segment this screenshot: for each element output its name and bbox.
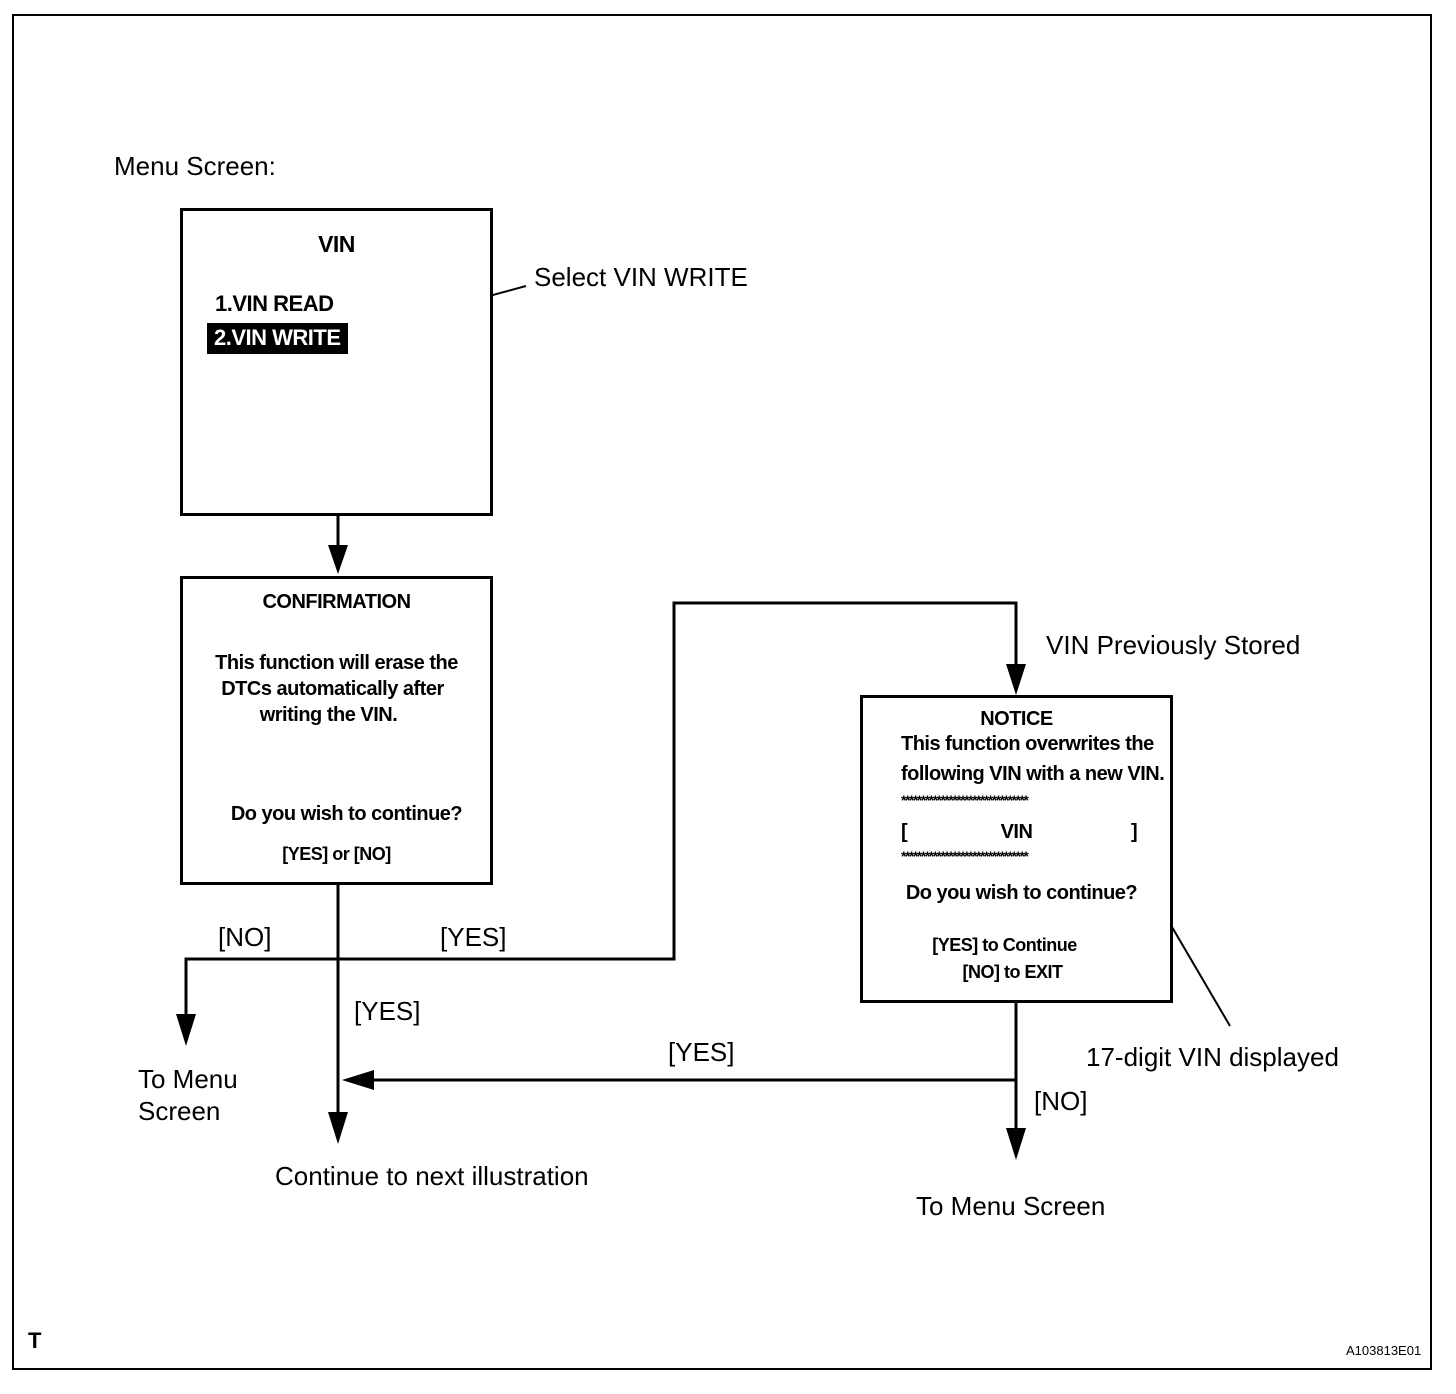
confirmation-options: [YES] or [NO] (282, 844, 391, 864)
notice-option-no: [NO] to EXIT (962, 962, 1064, 982)
select-vin-write-callout: Select VIN WRITE (534, 262, 748, 292)
notice-option-yes: [YES] to Continue (932, 935, 1077, 955)
confirmation-screen: CONFIRMATION This function will erase th… (180, 576, 493, 885)
branch-line (184, 601, 1018, 1018)
notice-stars-top: ******************************** (901, 792, 1029, 808)
arrowhead-continue (328, 1112, 348, 1144)
figure-id: A103813E01 (1346, 1343, 1422, 1358)
arrowhead-to-notice (1006, 664, 1026, 695)
confirmation-line3: writing the VIN. (259, 704, 398, 726)
notice-question: Do you wish to continue? (905, 882, 1138, 904)
menu-item-vin-write[interactable]: 2.VIN WRITE (207, 323, 348, 354)
confirmation-line1: This function will erase the (215, 652, 458, 674)
notice-bracket-close: ] (1131, 821, 1138, 843)
confirmation-line2: DTCs automatically after (221, 678, 444, 700)
no-label-notice: [NO] (1034, 1086, 1088, 1116)
menu-item-vin-read[interactable]: 1.VIN READ (215, 291, 334, 316)
arrowhead-yes-back (342, 1070, 374, 1090)
vin-menu-screen: VIN 1.VIN READ 2.VIN WRITE (180, 208, 493, 516)
corner-mark: T (28, 1328, 42, 1353)
to-menu-screen-left-line1: To Menu (138, 1064, 238, 1094)
figure-frame (12, 14, 1432, 1370)
notice-line2: following VIN with a new VIN. (901, 763, 1165, 785)
notice-line1: This function overwrites the (901, 733, 1154, 755)
yes-label-branch: [YES] (440, 922, 507, 952)
vin-screen-title: VIN (318, 231, 355, 257)
notice-bracket-open: [ (901, 821, 908, 843)
notice-vin-placeholder: VIN (1000, 821, 1033, 843)
menu-screen-label: Menu Screen: (114, 151, 276, 181)
vin-displayed-callout: 17-digit VIN displayed (1086, 1042, 1339, 1072)
confirmation-question: Do you wish to continue? (230, 803, 463, 825)
yes-label-down: [YES] (354, 996, 421, 1026)
no-label-left: [NO] (218, 922, 272, 952)
to-menu-screen-right: To Menu Screen (916, 1191, 1106, 1221)
notice-stars-bottom: ******************************** (901, 848, 1029, 864)
notice-screen: NOTICE This function overwrites the foll… (860, 695, 1173, 1003)
arrowhead-to-menu-left (176, 1014, 196, 1046)
arrowhead-confirmation (328, 545, 348, 574)
arrowhead-to-menu-right (1006, 1128, 1026, 1160)
to-menu-screen-left-line2: Screen (138, 1096, 221, 1126)
yes-label-back: [YES] (668, 1037, 735, 1067)
confirmation-title: CONFIRMATION (262, 591, 411, 613)
vin-previously-stored-label: VIN Previously Stored (1046, 630, 1301, 660)
notice-title: NOTICE (980, 708, 1053, 730)
continue-next-illustration: Continue to next illustration (275, 1161, 589, 1191)
